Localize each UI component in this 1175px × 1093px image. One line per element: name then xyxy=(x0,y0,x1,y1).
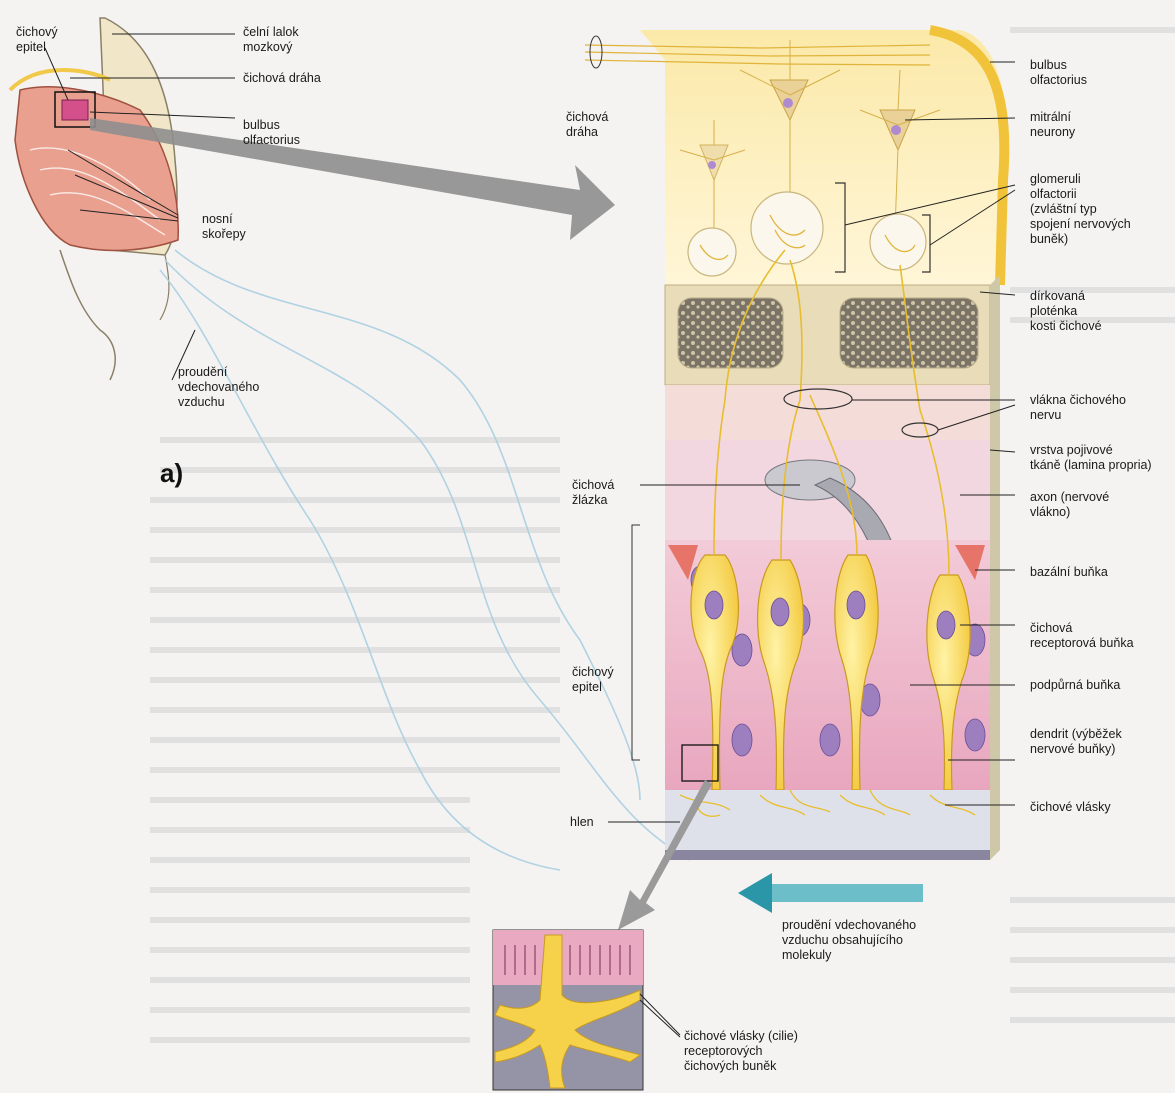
label-olfactory-tract-small: čichová dráha xyxy=(243,71,321,86)
label-bulbus: bulbus olfactorius xyxy=(1030,58,1087,88)
label-basal: bazální buňka xyxy=(1030,565,1108,580)
label-airflow-nose: proudění vdechovaného vzduchu xyxy=(178,365,259,410)
label-gland: čichová žlázka xyxy=(572,478,614,508)
label-bulbus-small: bulbus olfactorius xyxy=(243,118,300,148)
label-cribriform: dírkovaná ploténka kosti čichové xyxy=(1030,289,1102,334)
label-glomeruli: glomeruli olfactorii (zvláštní typ spoje… xyxy=(1030,172,1131,247)
label-epithelium: čichový epitel xyxy=(572,665,614,695)
label-nose-epithelium: čichový epitel xyxy=(16,25,58,55)
label-dendrite: dendrit (výběžek nervové buňky) xyxy=(1030,727,1122,757)
label-cilia: čichové vlásky (cilie) receptorových čic… xyxy=(684,1029,798,1074)
label-hairs: čichové vlásky xyxy=(1030,800,1111,815)
cilia-inset xyxy=(493,930,680,1090)
label-lamina: vrstva pojivové tkáně (lamina propria) xyxy=(1030,443,1152,473)
label-conchae: nosní skořepy xyxy=(202,212,246,242)
background-text-lines xyxy=(150,30,1175,1040)
airflow-arrow xyxy=(738,873,923,913)
label-support: podpůrná buňka xyxy=(1030,678,1120,693)
label-nerve-fibers: vlákna čichového nervu xyxy=(1030,393,1126,423)
label-receptor: čichová receptorová buňka xyxy=(1030,621,1134,651)
label-airflow-main: proudění vdechovaného vzduchu obsahující… xyxy=(782,918,916,963)
figure-label: a) xyxy=(160,458,183,489)
nose-sketch xyxy=(10,18,235,380)
label-mitral: mitrální neurony xyxy=(1030,110,1075,140)
main-figure xyxy=(585,30,1015,860)
label-mucus: hlen xyxy=(570,815,594,830)
label-olfactory-tract: čichová dráha xyxy=(566,110,608,140)
label-frontal-lobe: čelní lalok mozkový xyxy=(243,25,299,55)
label-axon: axon (nervové vlákno) xyxy=(1030,490,1109,520)
